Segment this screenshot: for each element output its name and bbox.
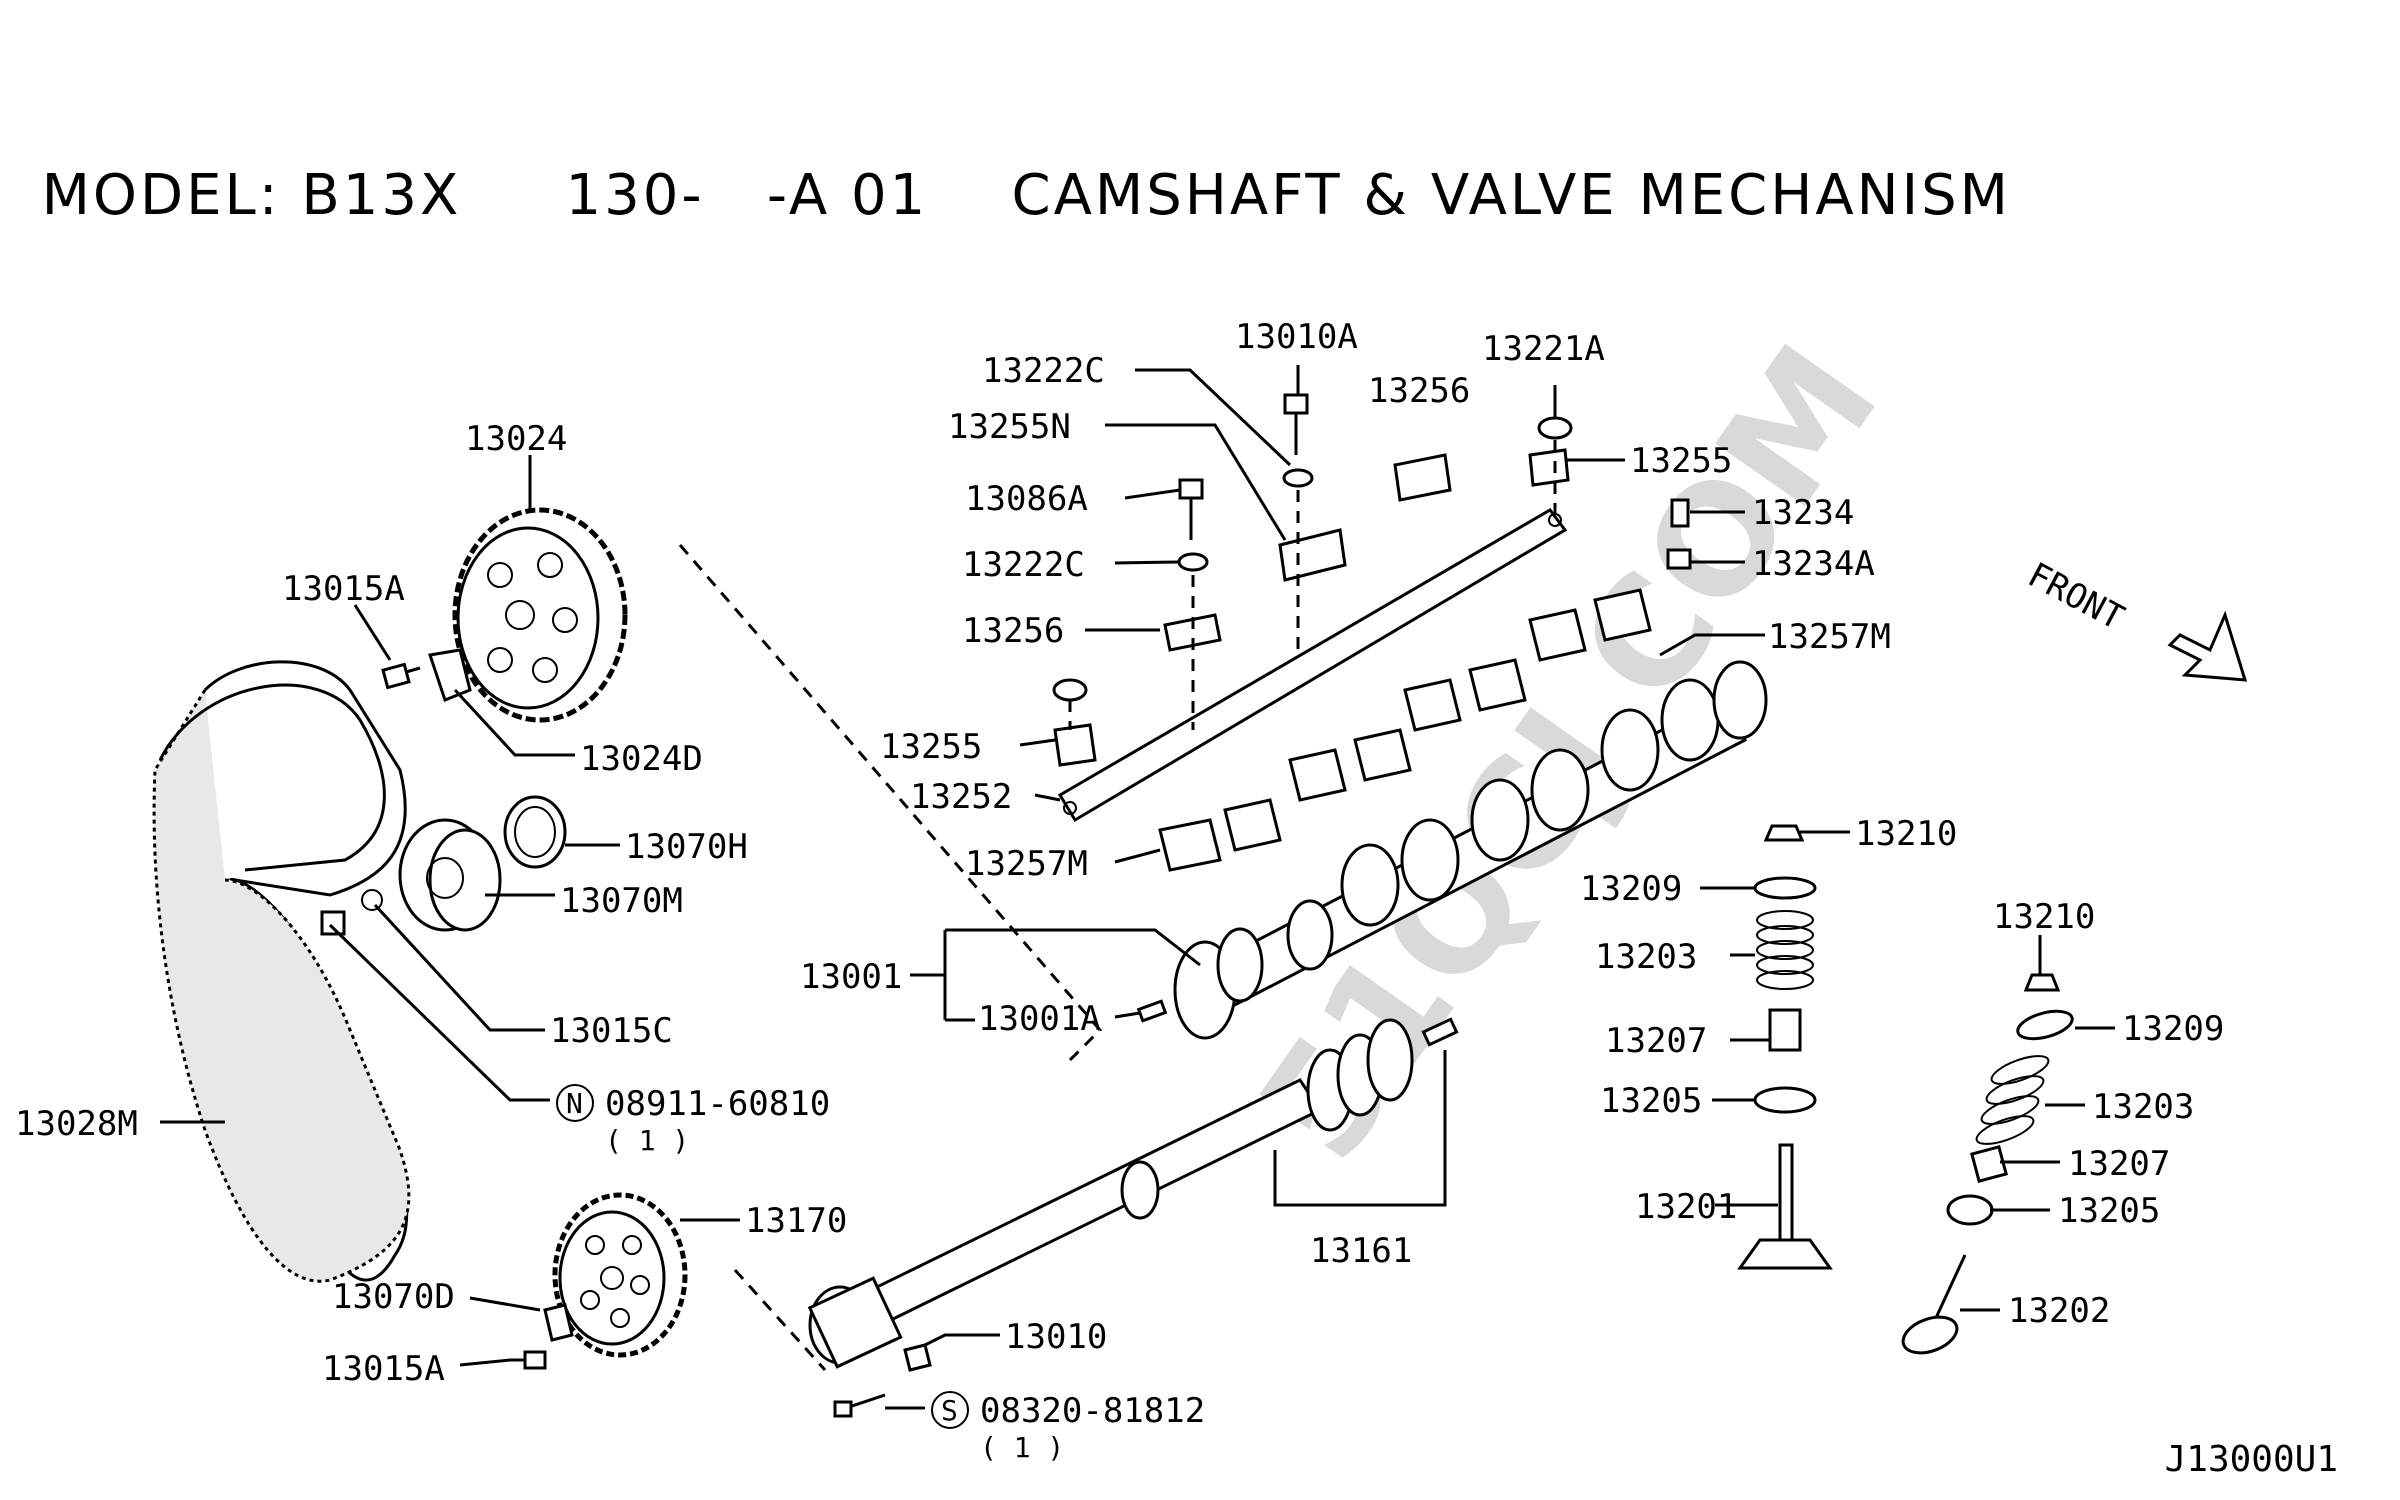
clip-cap-right [1537, 416, 1573, 440]
drawing-code: J13000U1 [2164, 1439, 2338, 1480]
front-arrow-icon [2167, 610, 2248, 682]
callout-labels: 13024 13015A 13024D 13070H 13070M 13015C… [15, 317, 2224, 1464]
callout-08911-qty: ( 1 ) [605, 1124, 689, 1157]
callout-08320-81812: 08320-81812 [980, 1391, 1205, 1431]
callout-13203-a: 13203 [1595, 937, 1697, 977]
washer-13222C-mid [1177, 552, 1209, 572]
adjust-nut [1666, 548, 1692, 570]
callout-13257M-right: 13257M [1768, 617, 1891, 657]
valve-set-outer [1901, 973, 2074, 1355]
callout-13209-b: 13209 [2122, 1009, 2224, 1049]
rocker-bolt-13086A [1178, 478, 1204, 540]
callout-13252: 13252 [910, 777, 1012, 817]
callout-13070D: 13070D [332, 1277, 455, 1317]
callout-13070M: 13070M [560, 881, 683, 921]
sprocket-lock-plate [428, 648, 472, 702]
adjust-screw [1670, 498, 1690, 528]
callout-13210-b: 13210 [1993, 897, 2095, 937]
callout-13221A: 13221A [1482, 329, 1605, 369]
callout-13222C-mid: 13222C [962, 545, 1085, 585]
callout-13257M-left: 13257M [965, 844, 1088, 884]
callout-08320-qty: ( 1 ) [980, 1431, 1064, 1464]
callout-13070H: 13070H [625, 827, 748, 867]
callout-13255N: 13255N [948, 407, 1071, 447]
n-symbol: N [566, 1087, 583, 1120]
n-symbol-circle [556, 1084, 594, 1122]
callout-13209-a: 13209 [1580, 869, 1682, 909]
callout-13010A: 13010A [1235, 317, 1358, 357]
rocker-clip-right [1528, 448, 1570, 487]
lower-sprocket-bolt [510, 1350, 547, 1370]
tensioner-spring [503, 795, 567, 869]
valve-set-inner [1737, 824, 1833, 1270]
rocker-spring-left [1163, 613, 1222, 652]
callout-13234: 13234 [1752, 493, 1854, 533]
callout-13010: 13010 [1005, 1317, 1107, 1357]
callout-13207-a: 13207 [1605, 1021, 1707, 1061]
lower-lock-plate [543, 1303, 574, 1342]
callout-13256-top: 13256 [1368, 371, 1470, 411]
callout-13202: 13202 [2008, 1291, 2110, 1331]
callout-13207-b: 13207 [2068, 1144, 2170, 1184]
callout-13170: 13170 [745, 1201, 847, 1241]
callout-13205-b: 13205 [2058, 1191, 2160, 1231]
callout-13015C: 13015C [550, 1011, 673, 1051]
camshaft-sprocket [452, 507, 628, 723]
timing-belt [152, 660, 411, 1283]
rocker-bolt-13010A [1283, 393, 1309, 455]
drive-sprocket [552, 1192, 688, 1358]
washer-13222C-top [1282, 468, 1314, 488]
s-symbol-circle [931, 1391, 969, 1429]
title-name: CAMSHAFT & VALVE MECHANISM [1011, 163, 2011, 228]
jackshaft-bolt [833, 1343, 932, 1418]
callout-13201: 13201 [1635, 1187, 1737, 1227]
title-section: 130- -A 01 [565, 163, 929, 228]
camshaft-dowel-pin [1136, 999, 1168, 1023]
callout-13024: 13024 [465, 419, 567, 459]
belt-tensioner [398, 818, 502, 932]
callout-13024D: 13024D [580, 739, 703, 779]
callout-13015A-bot: 13015A [322, 1349, 445, 1389]
callout-13210-a: 13210 [1855, 814, 1957, 854]
sprocket-bolt [381, 662, 421, 690]
callout-13161: 13161 [1310, 1231, 1412, 1271]
s-symbol: S [941, 1394, 958, 1427]
callout-13255-right: 13255 [1630, 441, 1732, 481]
callout-13086A: 13086A [965, 479, 1088, 519]
jackshaft [807, 1017, 1459, 1369]
callout-13015A-top: 13015A [282, 569, 405, 609]
title-model: MODEL: B13X [41, 163, 462, 228]
diagram-title: MODEL: B13X 130- -A 01 CAMSHAFT & VALVE … [0, 98, 2011, 228]
callout-13205-a: 13205 [1600, 1081, 1702, 1121]
callout-13001A: 13001A [978, 999, 1101, 1039]
rocker-clip-left [1053, 723, 1097, 767]
callout-13256-left: 13256 [962, 611, 1064, 651]
callout-13203-b: 13203 [2092, 1087, 2194, 1127]
tensioner-nut [320, 910, 346, 936]
callout-13001: 13001 [800, 957, 902, 997]
tensioner-washer [361, 889, 383, 911]
callout-13222C-top: 13222C [982, 351, 1105, 391]
assembly-line-sprocket [678, 544, 1103, 1062]
callout-13234A: 13234A [1752, 544, 1875, 584]
leader-lines [160, 365, 2115, 1410]
rocker-spring-top [1393, 453, 1452, 502]
assembly-line-lower [733, 1268, 827, 1372]
callout-13028M: 13028M [15, 1104, 138, 1144]
rocker-spring-center [1278, 528, 1347, 582]
callout-13255-left: 13255 [880, 727, 982, 767]
rocker-arms [1158, 588, 1652, 872]
camshaft [1173, 660, 1768, 1040]
clip-cap-left [1052, 678, 1088, 702]
callout-08911-60810: 08911-60810 [605, 1084, 830, 1124]
